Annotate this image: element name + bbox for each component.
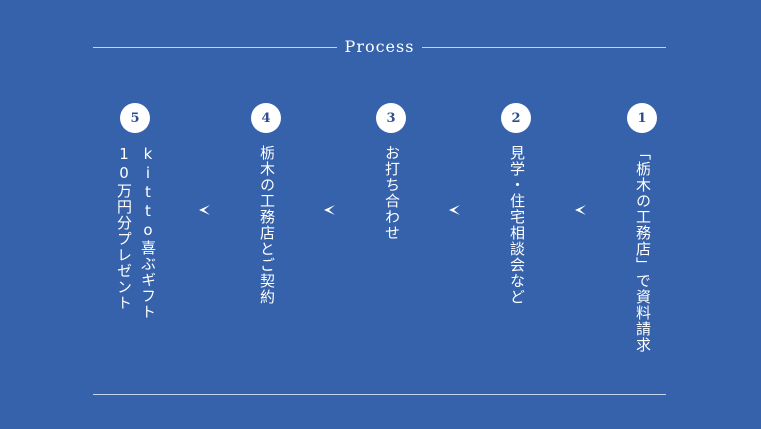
chevron-left-icon [446,202,462,218]
bottom-rule [93,394,666,395]
process-step-3: 3 お打ち合わせ [361,103,421,383]
chevron-left-icon [572,202,588,218]
step-number-badge: 3 [376,103,406,133]
step-number-badge: 2 [501,103,531,133]
process-step-4: 4 栃木の工務店とご契約 [236,103,296,383]
step-number-badge: 1 [627,103,657,133]
section-title: Process [344,37,415,56]
header-rule-right [422,46,666,48]
step-text: 栃木の工務店とご契約 [258,145,276,305]
process-step-2: 2 見学・住宅相談会など [486,103,546,383]
step-text: 見学・住宅相談会など [508,145,526,305]
step-text: お打ち合わせ [383,145,401,241]
step-text-group: kitto喜ぶギフト 10万円分プレゼント [113,145,157,381]
chevron-left-icon [196,202,212,218]
process-header: Process [93,36,666,58]
process-step-1: 1 「栃木の工務店」で資料請求 [612,103,672,383]
header-rule-left [93,46,337,48]
step-number-badge: 5 [120,103,150,133]
process-step-5: 5 kitto喜ぶギフト 10万円分プレゼント [105,103,165,383]
chevron-left-icon [321,202,337,218]
step-text: 「栃木の工務店」で資料請求 [634,145,652,353]
step-text-line-1: kitto喜ぶギフト [139,145,157,320]
step-number-badge: 4 [251,103,281,133]
step-text-line-2: 10万円分プレゼント [115,145,133,311]
